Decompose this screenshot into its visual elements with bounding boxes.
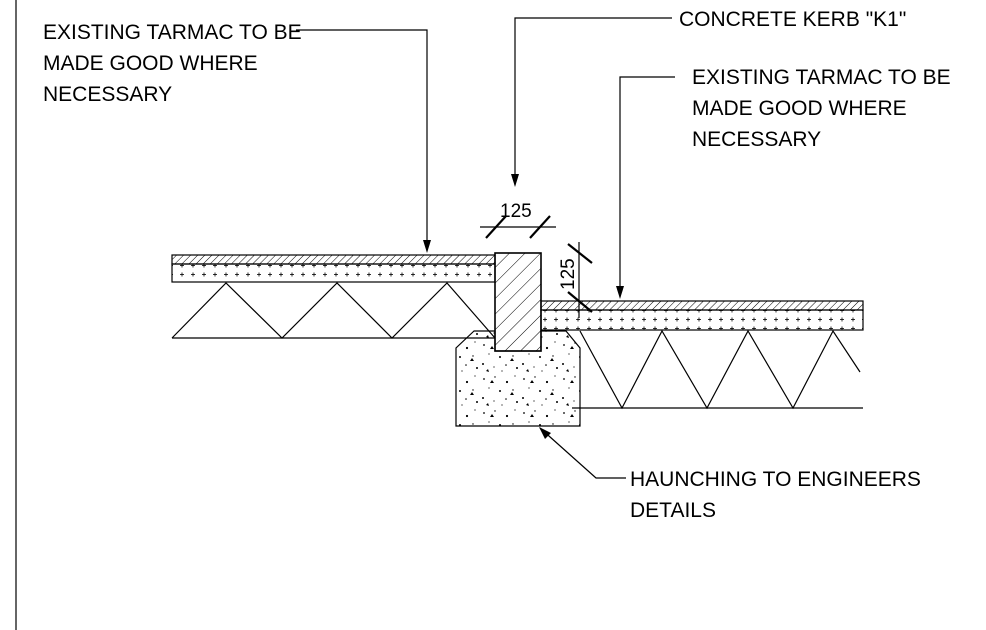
label-tarmac-left-line1: EXISTING TARMAC TO BE <box>43 21 302 44</box>
label-haunching: HAUNCHING TO ENGINEERS DETAILS <box>630 468 927 522</box>
label-tarmac-left: EXISTING TARMAC TO BE MADE GOOD WHERE NE… <box>43 21 308 106</box>
leader-tarmac-right <box>616 76 675 299</box>
label-tarmac-right: EXISTING TARMAC TO BE MADE GOOD WHERE NE… <box>692 66 957 151</box>
right-subgrade-zigzag <box>572 329 863 410</box>
concrete-kerb <box>494 252 542 352</box>
label-tarmac-right-line3: NECESSARY <box>692 128 821 151</box>
label-haunching-line1: HAUNCHING TO ENGINEERS <box>630 468 921 491</box>
right-pavement <box>540 300 864 410</box>
leader-tarmac-left <box>296 29 431 253</box>
label-tarmac-right-line1: EXISTING TARMAC TO BE <box>692 66 951 89</box>
leader-kerb <box>511 17 672 187</box>
dimension-kerb-upstand: 125 <box>558 242 593 318</box>
label-tarmac-left-line2: MADE GOOD WHERE <box>43 52 258 75</box>
left-subbase-layer <box>171 263 496 283</box>
leader-haunching <box>539 427 626 479</box>
left-pavement <box>171 254 496 339</box>
kerb-width-value: 125 <box>500 201 532 222</box>
label-tarmac-left-line3: NECESSARY <box>43 83 172 106</box>
label-tarmac-right-line2: MADE GOOD WHERE <box>692 97 907 120</box>
left-subgrade-zigzag <box>171 282 496 339</box>
dimension-kerb-width: 125 <box>480 201 556 239</box>
kerb-upstand-value: 125 <box>558 258 579 290</box>
label-haunching-line2: DETAILS <box>630 499 716 522</box>
left-tarmac-layer <box>171 254 496 265</box>
label-kerb: CONCRETE KERB "K1" <box>679 8 906 31</box>
right-subbase-layer <box>540 309 864 331</box>
